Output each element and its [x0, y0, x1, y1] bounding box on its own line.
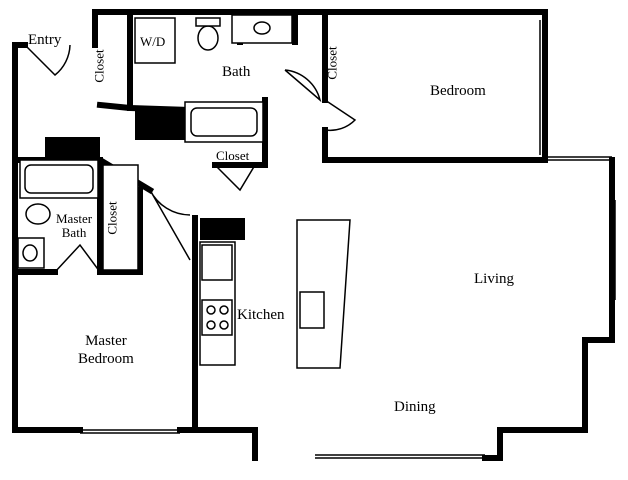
dining-label: Dining	[394, 399, 436, 415]
master-bedroom-label: Master Bedroom	[78, 333, 134, 367]
master-bath-label: Master Bath	[56, 211, 93, 240]
living-label: Living	[474, 271, 514, 287]
closet-label: Closet	[104, 201, 120, 235]
wall-block	[135, 110, 190, 140]
stove	[201, 299, 233, 336]
master-toilet	[25, 203, 51, 225]
closet-label: Closet	[324, 46, 340, 80]
washer-dryer	[134, 17, 176, 64]
toilet	[197, 25, 219, 51]
master-bath-door[interactable]	[54, 243, 101, 273]
wd-label: W/D	[140, 34, 166, 49]
kitchen-sink	[299, 291, 325, 329]
closet-door[interactable]	[214, 164, 256, 192]
fixtures	[17, 14, 351, 369]
exterior-walls	[12, 9, 616, 461]
kitchen-label: Kitchen	[237, 307, 285, 323]
wall-block	[45, 137, 100, 159]
bedroom-door[interactable]	[324, 99, 357, 132]
bath-door[interactable]	[284, 69, 322, 103]
closet-label: Closet	[216, 148, 250, 163]
master-door[interactable]	[149, 189, 191, 261]
wall-block	[200, 218, 245, 240]
entry-door[interactable]	[24, 44, 71, 77]
fridge	[201, 244, 233, 281]
doors	[24, 44, 357, 273]
master-closet	[102, 164, 139, 271]
closet-label: Closet	[91, 49, 107, 83]
bedroom-label: Bedroom	[430, 83, 486, 99]
entry-label: Entry	[28, 32, 62, 48]
bath-label: Bath	[222, 64, 251, 80]
